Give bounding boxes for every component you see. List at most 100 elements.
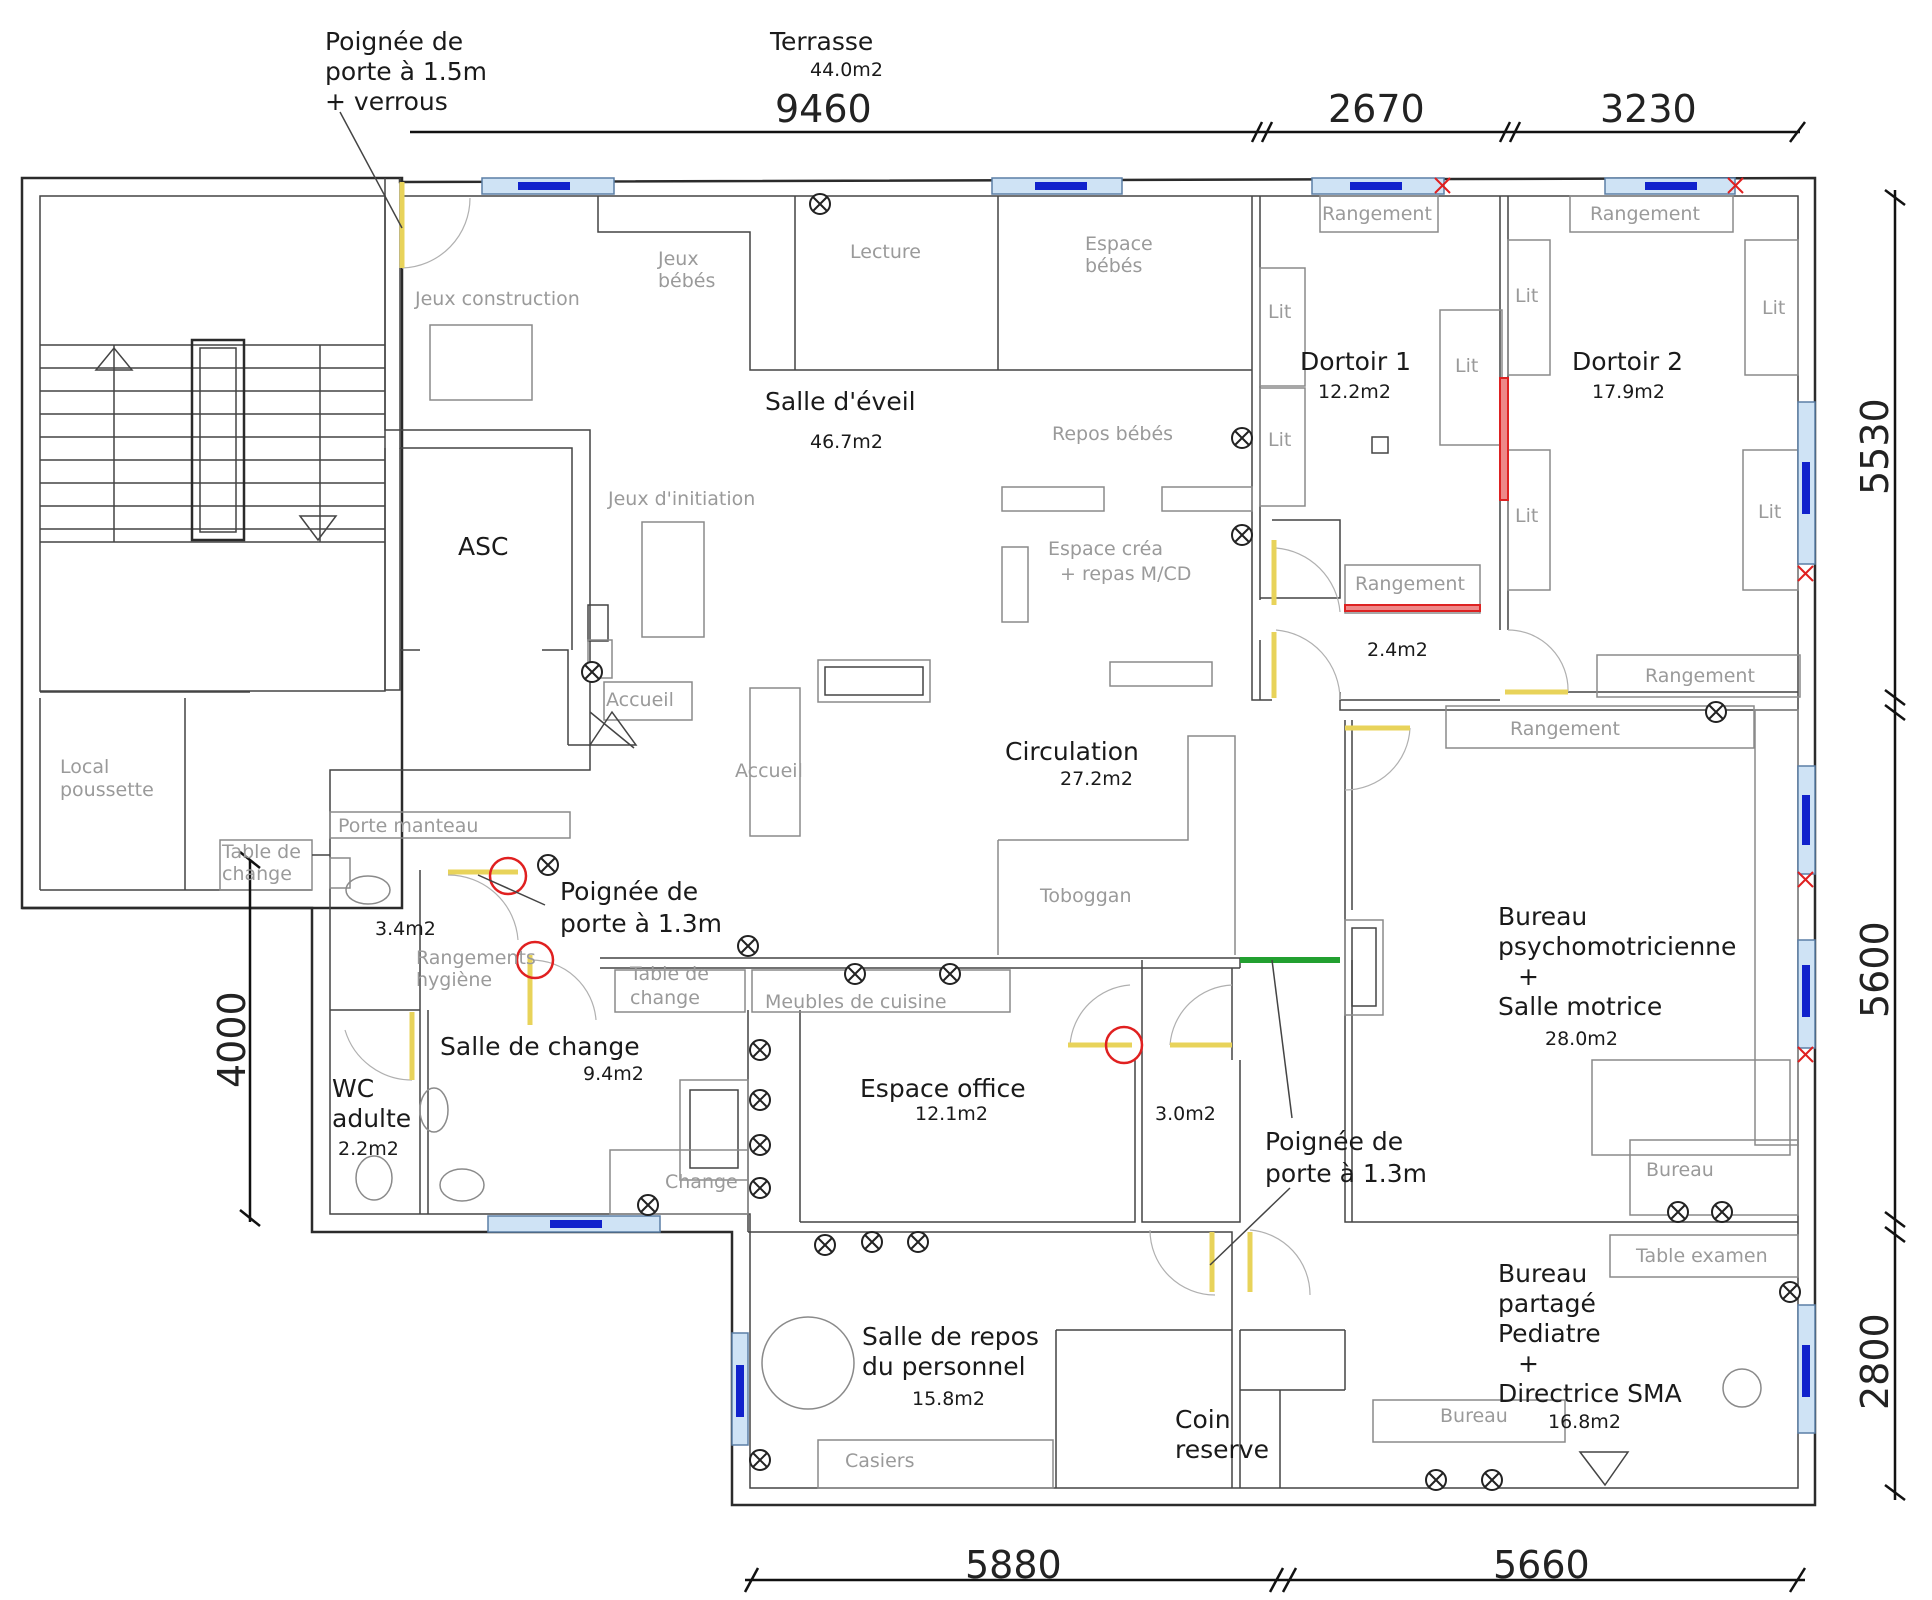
interior-walls <box>312 178 1798 1488</box>
repos-bebes-label: Repos bébés <box>1052 423 1173 445</box>
bureau-label: Bureau <box>1440 1405 1508 1427</box>
doors <box>344 182 1569 1296</box>
dim-top-1: 9460 <box>775 87 872 131</box>
lit-label: Lit <box>1268 429 1291 451</box>
espace-bebes-label-2: bébés <box>1085 255 1142 277</box>
circulation-area: 27.2m2 <box>1060 768 1133 790</box>
dortoir2-area: 17.9m2 <box>1592 381 1665 403</box>
salle-repos-label-2: du personnel <box>862 1352 1026 1381</box>
salle-repos-label-1: Salle de repos <box>862 1322 1039 1351</box>
lit-label: Lit <box>1762 297 1785 319</box>
lit-label: Lit <box>1515 285 1538 307</box>
jeux-construction-label: Jeux construction <box>414 288 580 310</box>
sas-area: 2.4m2 <box>1367 639 1428 661</box>
espace-crea-label-2: + repas M/CD <box>1060 563 1191 585</box>
lit-label: Lit <box>1268 301 1291 323</box>
lit-label: Lit <box>1515 505 1538 527</box>
dim-bottom-1: 5880 <box>965 1543 1062 1587</box>
dortoir1-label: Dortoir 1 <box>1300 347 1411 376</box>
salle-eveil-label: Salle d'éveil <box>765 387 916 416</box>
dim-bottom-2: 5660 <box>1493 1543 1590 1587</box>
table-change-label-1b: change <box>222 863 292 885</box>
lit-label: Lit <box>1455 355 1478 377</box>
table-change-label-2b: change <box>630 987 700 1009</box>
bureau-partage-label-1: Bureau <box>1498 1259 1587 1288</box>
table-examen-label: Table examen <box>1635 1245 1768 1267</box>
note-handle-13a-l1: Poignée de <box>560 877 698 906</box>
lit-label: Lit <box>1758 501 1781 523</box>
table-change-label-2a: Table de <box>629 963 709 985</box>
espace-office-area: 12.1m2 <box>915 1103 988 1125</box>
salle-repos-area: 15.8m2 <box>912 1388 985 1410</box>
jeux-bebes-label-2: bébés <box>658 270 715 292</box>
wc-adulte-label-2: adulte <box>332 1104 411 1133</box>
circulation-label: Circulation <box>1005 737 1139 766</box>
note-handle-13b-l2: porte à 1.3m <box>1265 1159 1427 1188</box>
jeux-initiation-label: Jeux d'initiation <box>607 488 755 510</box>
dim-right-3: 2800 <box>1853 1313 1897 1410</box>
table-change-label-1a: Table de <box>221 841 301 863</box>
dortoir1-area: 12.2m2 <box>1318 381 1391 403</box>
dim-right-2: 5600 <box>1853 921 1897 1018</box>
note-handle-15-l1: Poignée de <box>325 27 463 56</box>
windows <box>481 177 1816 1446</box>
bureau-partage-area: 16.8m2 <box>1548 1411 1621 1433</box>
bureau-psy-label-4: Salle motrice <box>1498 992 1662 1021</box>
meubles-cuisine-label: Meubles de cuisine <box>765 991 947 1013</box>
note-handle-15-l3: + verrous <box>325 87 448 116</box>
rangement-label: Rangement <box>1355 573 1465 595</box>
toboggan-label: Toboggan <box>1039 885 1132 907</box>
accueil-label-1: Accueil <box>606 689 674 711</box>
terrasse-label: Terrasse <box>769 27 873 56</box>
salle-change-label: Salle de change <box>440 1032 640 1061</box>
espace-office-label: Espace office <box>860 1074 1026 1103</box>
outer-walls <box>20 176 1817 1507</box>
espace-crea-label-1: Espace créa <box>1048 538 1163 560</box>
terrasse-area: 44.0m2 <box>810 59 883 81</box>
accueil-label-2: Accueil <box>735 760 803 782</box>
annotations-text: Poignée de porte à 1.5m + verrous Terras… <box>60 27 1897 1587</box>
rangement-label: Rangement <box>1645 665 1755 687</box>
espace-bebes-label-1: Espace <box>1085 233 1153 255</box>
coin-reserve-label-2: reserve <box>1175 1435 1269 1464</box>
bureau-partage-label-5: Directrice SMA <box>1498 1379 1682 1408</box>
dortoir2-label: Dortoir 2 <box>1572 347 1683 376</box>
porte-manteau-label: Porte manteau <box>338 815 478 837</box>
note-handle-15-l2: porte à 1.5m <box>325 57 487 86</box>
red-markers <box>488 177 1814 1065</box>
bureau-label: Bureau <box>1646 1159 1714 1181</box>
furniture-shapes <box>329 195 1801 1489</box>
bureau-psy-label-3: + <box>1518 962 1539 991</box>
rangement-label: Rangement <box>1322 203 1432 225</box>
change-label: Change <box>665 1171 738 1193</box>
local-poussette-label-2: poussette <box>60 779 154 801</box>
wc-small-area: 3.4m2 <box>375 918 436 940</box>
rangement-hygiene-label-2: hygiène <box>416 969 492 991</box>
small-room-area: 3.0m2 <box>1155 1103 1216 1125</box>
jeux-bebes-label-1: Jeux <box>657 248 699 270</box>
bureau-partage-label-4: + <box>1518 1349 1539 1378</box>
staircase <box>40 338 385 543</box>
lecture-label: Lecture <box>850 241 921 263</box>
asc-label: ASC <box>458 532 508 561</box>
ceiling-lamps <box>537 193 1801 1491</box>
accessibility-symbols <box>588 710 1630 1487</box>
dim-left-1: 4000 <box>210 991 254 1088</box>
bureau-psy-label-2: psychomotricienne <box>1498 932 1736 961</box>
dim-top-3: 3230 <box>1600 87 1697 131</box>
bureau-psy-label-1: Bureau <box>1498 902 1587 931</box>
salle-eveil-area: 46.7m2 <box>810 431 883 453</box>
rangement-hygiene-label-1: Rangements <box>416 947 536 969</box>
bureau-partage-label-2: partagé <box>1498 1289 1596 1318</box>
note-handle-13b-l1: Poignée de <box>1265 1127 1403 1156</box>
bureau-psy-area: 28.0m2 <box>1545 1028 1618 1050</box>
dimension-lines <box>239 121 1906 1593</box>
rangement-label: Rangement <box>1590 203 1700 225</box>
local-poussette-walls <box>39 691 313 891</box>
dim-top-2: 2670 <box>1328 87 1425 131</box>
casiers-label: Casiers <box>845 1450 915 1472</box>
note-handle-13a-l2: porte à 1.3m <box>560 909 722 938</box>
bureau-partage-label-3: Pediatre <box>1498 1319 1601 1348</box>
wc-adulte-area: 2.2m2 <box>338 1138 399 1160</box>
